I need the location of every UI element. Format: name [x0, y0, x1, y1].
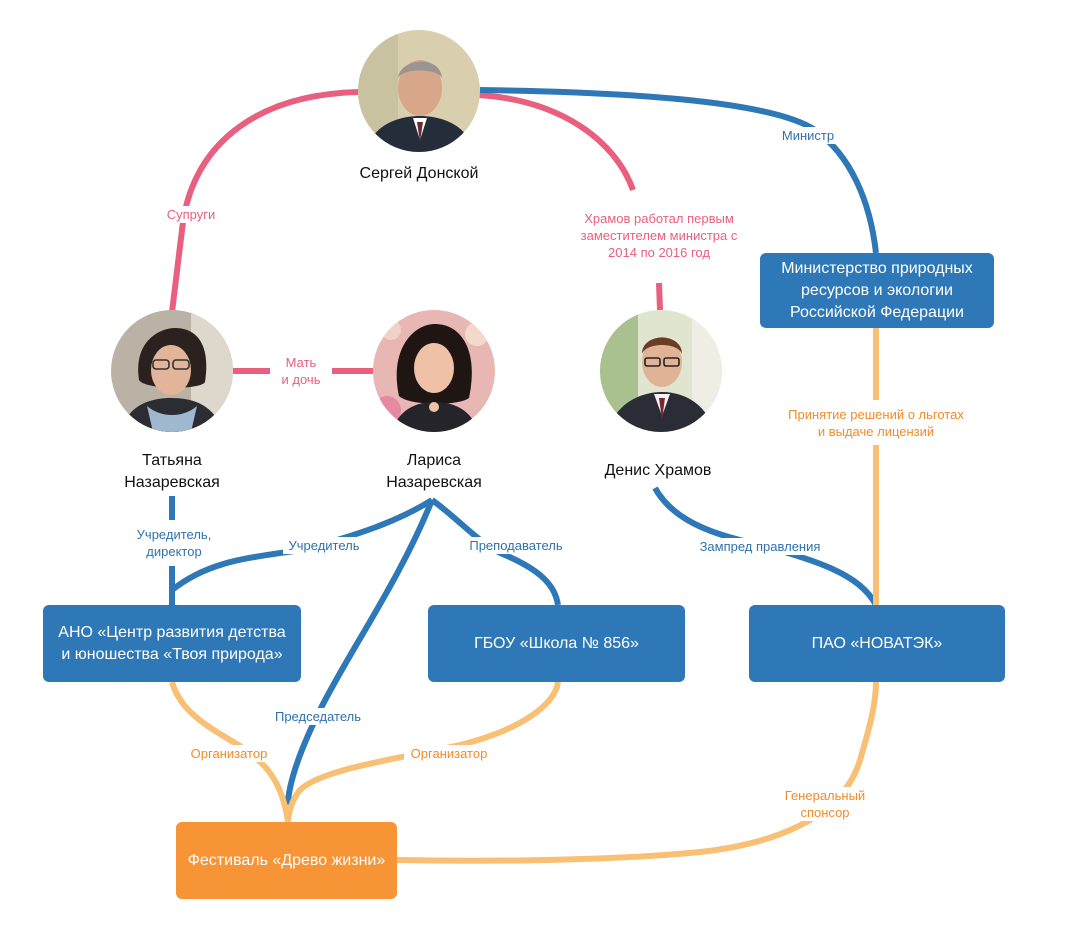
- line-minister: [479, 87, 879, 254]
- festival-label: Фестиваль «Древо жизни»: [187, 851, 386, 869]
- label-founder-director: Учредитель, директор: [126, 526, 222, 560]
- line-general-sponsor: [396, 681, 879, 864]
- box-ministry: Министерство природных ресурсов и эколог…: [760, 253, 994, 328]
- line-organizer-school: [285, 681, 561, 823]
- label-organizer-school: Организатор: [404, 745, 494, 762]
- portrait-man-grey-hair-icon: [358, 30, 480, 152]
- box-novatek: ПАО «НОВАТЭК»: [749, 605, 1005, 682]
- portrait-donskoy: [358, 30, 480, 152]
- label-chairman: Председатель: [268, 708, 368, 725]
- box-festival: Фестиваль «Древо жизни»: [176, 822, 397, 899]
- novatek-label: ПАО «НОВАТЭК»: [811, 634, 943, 652]
- portrait-tatyana: [111, 310, 233, 432]
- label-organizer-ano: Организатор: [184, 745, 274, 762]
- school-label: ГБОУ «Школа № 856»: [474, 634, 639, 652]
- label-general-sponsor: Генеральный спонсор: [778, 787, 872, 821]
- label-spouses: Супруги: [158, 206, 224, 223]
- line-organizer-ano: [169, 681, 291, 823]
- box-ano: АНО «Центр развития детства и юношества …: [43, 605, 301, 682]
- line-khramov-ministry: [477, 92, 636, 192]
- ano-label: АНО «Центр развития детства и юношества …: [58, 623, 286, 663]
- portrait-larisa: [373, 310, 495, 432]
- label-deputy-chairman: Зампред правления: [690, 538, 830, 555]
- line-chairman: [285, 498, 435, 806]
- line-teacher: [430, 497, 561, 606]
- portrait-woman-glasses-icon: [111, 310, 233, 432]
- portrait-woman-dark-hair-icon: [373, 310, 495, 432]
- label-khramov-deputy: Храмов работал первым заместителем минис…: [566, 210, 752, 261]
- name-tatyana: Татьяна Назаревская: [124, 452, 220, 491]
- line-spouses: [169, 89, 359, 313]
- label-mother-daughter: Мать и дочь: [270, 354, 332, 388]
- label-decisions: Принятие решений о льготах и выдаче лице…: [786, 406, 966, 440]
- name-khramov: Денис Храмов: [604, 462, 712, 479]
- label-minister: Министр: [772, 127, 844, 144]
- name-larisa: Лариса Назаревская: [386, 452, 482, 491]
- name-donskoy: Сергей Донской: [359, 165, 479, 182]
- box-school: ГБОУ «Школа № 856»: [428, 605, 685, 682]
- portrait-khramov: [600, 310, 722, 432]
- portrait-man-glasses-icon: [600, 310, 722, 432]
- label-founder: Учредитель: [283, 537, 365, 554]
- ministry-label: Министерство природных ресурсов и эколог…: [781, 259, 973, 321]
- line-khramov-ministry-end: [656, 282, 663, 311]
- label-teacher: Преподаватель: [461, 537, 571, 554]
